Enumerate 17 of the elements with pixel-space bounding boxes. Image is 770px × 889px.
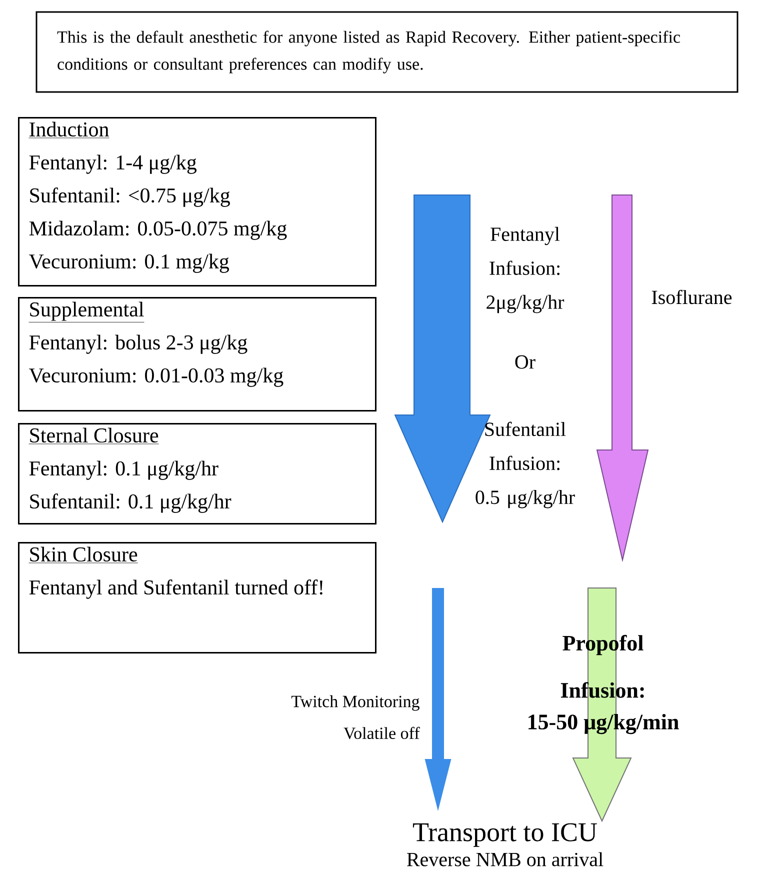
text-label: 15-50 μg/kg/min bbox=[528, 714, 679, 734]
step-box: Sternal Closure Fentanyl: 0.1 μg/kg/hr Sufentanil: 0.1 μg/kg/hr bbox=[18, 423, 376, 524]
text-label: Propofol bbox=[562, 634, 644, 656]
note-text: Reverse NMB on arrival bbox=[407, 852, 604, 866]
text-label: Fentanyl Infusion: 2μg/kg/hr bbox=[486, 226, 564, 314]
text-label: Or bbox=[515, 355, 536, 369]
note-box: This is the default anesthetic for anyone listed as Rapid Recovery. Either patient-specific conditions or consultant preferences can modify use. bbox=[36, 11, 738, 93]
step-box: Supplemental Fentanyl: bolus 2-3 μg/kg Vecuronium: 0.01-0.03 mg/kg bbox=[18, 297, 376, 412]
destination-text: Transport to ICU bbox=[412, 823, 597, 847]
step-box: Induction Fentanyl: 1-4 μg/kg Sufentanil: <0.75 μg/kg Midazolam: 0.05-0.075 mg/kg Vecuronium: 0.1 mg/kg bbox=[18, 117, 376, 286]
text-label: Infusion: bbox=[560, 682, 644, 698]
text-label: Volatile off bbox=[344, 726, 420, 740]
step-box: Skin Closure Fentanyl and Sufentanil turned off! bbox=[18, 542, 376, 654]
text-label: Twitch Monitoring bbox=[291, 695, 420, 711]
text-label: Sufentanil Infusion: 0.5 μg/kg/hr bbox=[476, 422, 575, 508]
text-label: Isoflurane bbox=[652, 290, 732, 304]
arrow bbox=[572, 588, 632, 822]
